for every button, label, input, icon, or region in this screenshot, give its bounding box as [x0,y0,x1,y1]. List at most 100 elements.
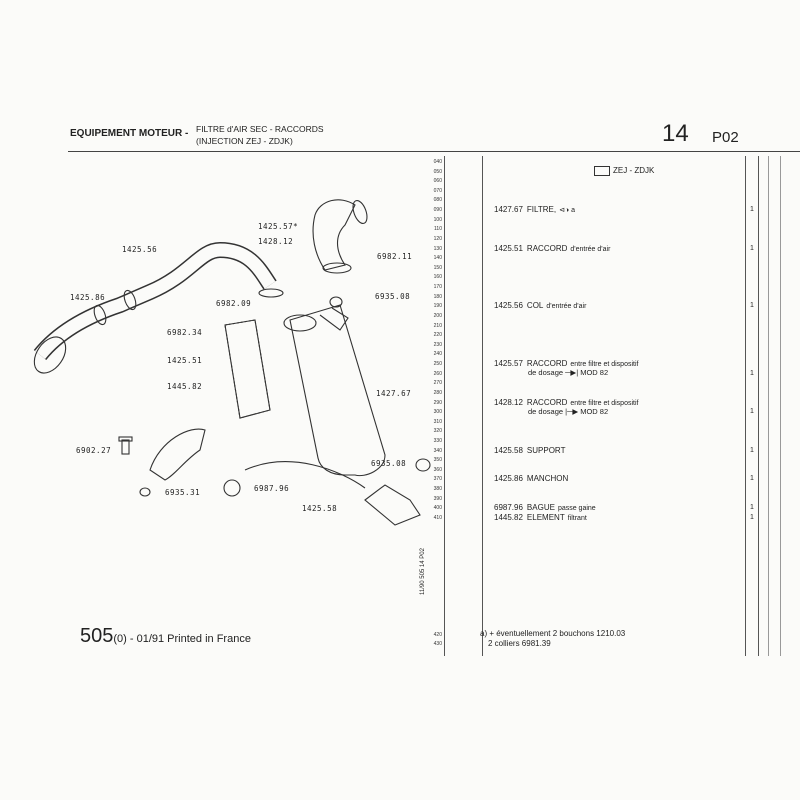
column-divider [758,156,759,656]
small-parts [118,428,431,526]
part-quantity: 1 [750,206,754,214]
row-number: 180 [433,293,442,300]
engine-code: ZEJ - ZDJK [594,166,654,176]
air-intake-tube [33,241,284,374]
part-reference: 1425.58 [494,445,523,455]
column-divider [780,156,781,656]
callout-label: 1425.51 [167,356,203,365]
row-number: 080 [433,197,442,204]
part-reference: 1425.51 [494,243,523,253]
row-number: 160 [433,274,442,281]
footnote-a-line2: 2 colliers 6981.39 [488,639,551,648]
callout-label: 6935.31 [165,488,201,497]
row-number: 200 [433,312,442,319]
part-detail: ⊲◑ a [559,207,576,215]
row-number: 190 [433,303,442,310]
part-detail: entre filtre et dispositif [570,399,639,407]
part-quantity: 1 [750,244,754,252]
column-divider [768,156,769,656]
row-number: 430 [433,641,442,647]
row-number: 230 [433,341,442,348]
callout-label: 6982.34 [167,328,203,337]
row-number: 400 [433,505,442,512]
row-number: 120 [433,235,442,242]
part-detail: passe gaine [557,505,596,513]
part-name: SUPPORT [526,445,566,455]
row-number: 260 [433,370,442,377]
part-quantity: 1 [750,475,754,483]
row-number: 310 [433,418,442,425]
callout-label: 1427.67 [376,389,412,398]
engine-code-text: ZEJ - ZDJK [613,166,655,176]
section-title: EQUIPEMENT MOTEUR - [70,128,189,139]
part-detail-line2: de dosage ─▶| MOD 82 [528,368,609,378]
callout-label: 1428.12 [258,237,294,246]
row-number: 250 [433,361,442,368]
exploded-parts-diagram [33,199,431,526]
row-number: 270 [433,380,442,387]
row-number: 390 [433,495,442,502]
row-number: 040 [433,159,442,165]
header-rule [68,151,800,152]
row-number: 320 [433,428,442,435]
engine-icon [594,166,610,176]
footer: 505(0) - 01/91 Printed in France [80,625,251,648]
part-quantity: 1 [750,504,754,512]
part-name: RACCORD [526,397,568,407]
part-name: ELEMENT [526,512,565,522]
callout-label: 6935.08 [375,292,411,301]
row-number: 340 [433,447,442,454]
row-number: 360 [433,466,442,473]
part-quantity: 1 [750,369,754,377]
row-number: 110 [434,226,442,233]
part-quantity: 1 [750,408,754,416]
part-reference: 6987.96 [494,503,523,513]
part-name: RACCORD [526,243,568,253]
column-divider [745,156,746,656]
footer-model: 505 [80,625,114,647]
part-quantity: 1 [750,446,754,454]
elbow-connector [312,199,368,274]
footer-text: (0) - 01/91 Printed in France [113,633,251,645]
row-number: 220 [433,332,442,339]
part-detail: filtrant [567,514,587,522]
column-divider [444,156,445,656]
part-reference: 1427.67 [494,205,523,215]
air-filter-housing [283,296,386,477]
part-detail: d'entrée d'air [546,303,587,311]
row-number: 060 [433,178,442,185]
part-quantity: 1 [750,302,754,310]
group-number: 14 [662,120,689,147]
row-number: 170 [433,284,442,291]
column-divider [482,156,483,656]
footnote-a: a) + éventuellement 2 bouchons 1210.03 [480,629,626,638]
callout-label: 1425.57* [258,222,299,231]
part-reference: 1445.82 [494,512,523,522]
subtitle-line-2: (INJECTION ZEJ - ZDJK) [196,136,293,146]
part-reference: 1425.56 [494,301,523,311]
row-number: 050 [433,168,442,175]
callout-label: 1425.58 [302,504,338,513]
row-number: 350 [433,457,442,464]
page-code: P02 [712,129,739,146]
subtitle-line-1: FILTRE d'AIR SEC - RACCORDS [196,124,324,134]
row-number: 330 [433,437,442,444]
part-detail: entre filtre et dispositif [570,361,639,369]
row-number: 150 [433,264,442,271]
callout-label: 1425.86 [70,293,106,302]
callout-label: 6935.08 [371,459,407,468]
filter-element [224,319,271,419]
part-name: RACCORD [526,359,568,369]
part-reference: 1425.57 [494,359,523,369]
part-name: FILTRE, [526,205,557,215]
row-number: 380 [433,486,442,493]
row-number: 100 [433,216,442,223]
callout-label: 1425.56 [122,245,158,254]
row-number: 070 [433,187,442,194]
